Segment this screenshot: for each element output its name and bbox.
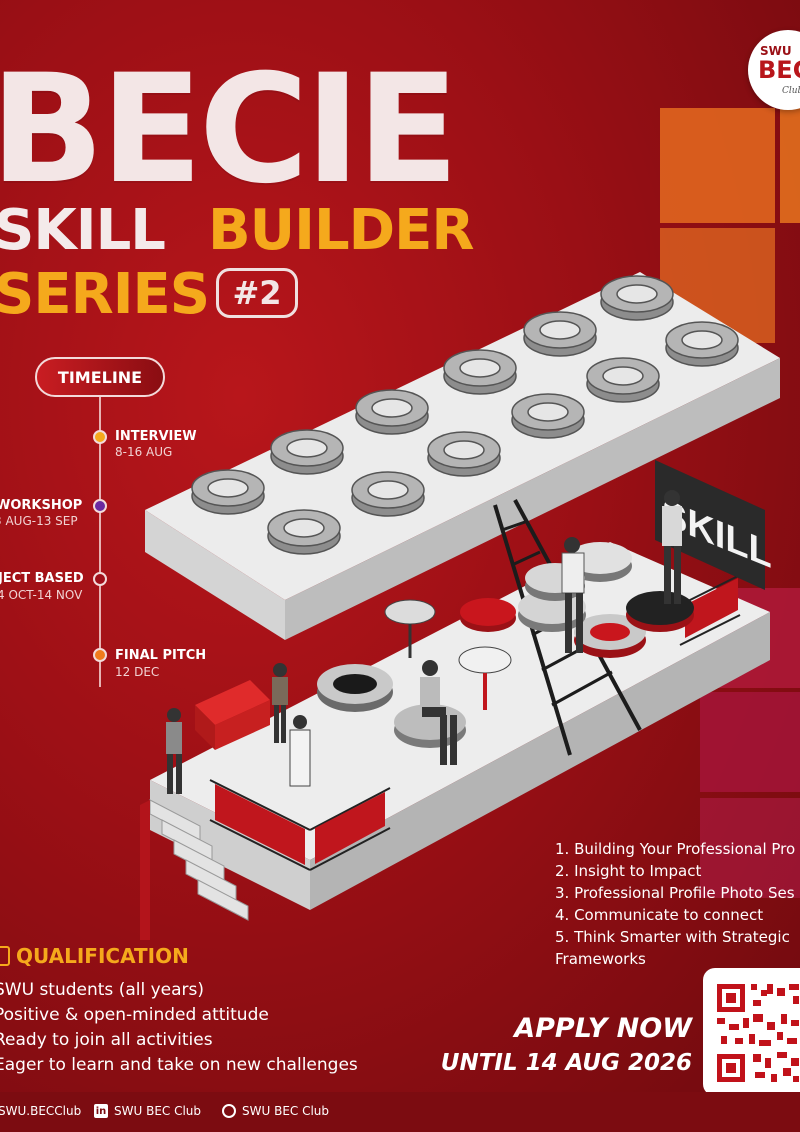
person	[420, 660, 457, 765]
qualification-heading: QUALIFICATION	[0, 944, 189, 968]
timeline-dot	[93, 499, 107, 513]
person	[561, 537, 585, 653]
timeline-dot	[93, 648, 107, 662]
person	[272, 663, 288, 743]
lego-stud	[427, 431, 501, 477]
list-item: 2. Insight to Impact	[555, 862, 702, 880]
logo-text: BEC	[758, 56, 800, 84]
lego-stud	[267, 509, 341, 555]
logo-text: SWU	[760, 44, 792, 58]
linkedin-handle: SWU BEC Club	[114, 1104, 202, 1118]
timeline-item-date: 8-16 AUG	[115, 445, 173, 459]
subtitle-skill: SKILL	[0, 198, 166, 263]
page-title: BECIE	[0, 43, 459, 217]
lego-stud	[191, 469, 265, 515]
lego-stud	[511, 393, 585, 439]
qualification-list: SWU students (all years) Positive & open…	[0, 978, 358, 1078]
deco-square	[700, 798, 800, 898]
list-item: Ready to join all activities	[0, 1030, 213, 1050]
list-item: Positive & open-minded attitude	[0, 1005, 269, 1025]
timeline-item-date: 12 DEC	[115, 665, 160, 679]
lower-platform: SKILL	[140, 460, 772, 940]
facebook-link[interactable]: SWU.BECClub	[0, 1104, 81, 1118]
logo-text: Club	[782, 86, 800, 96]
series-number-badge: #2	[216, 268, 298, 318]
timeline-item-date: 4 OCT-14 NOV	[0, 588, 83, 602]
lego-stud	[665, 321, 739, 367]
lego-stud	[351, 471, 425, 517]
apply-callout: APPLY NOW UNTIL 14 AUG 2026	[441, 1012, 692, 1080]
person	[662, 490, 682, 604]
timeline-item-title: JECT BASED	[0, 571, 84, 586]
tables	[384, 599, 512, 710]
workshop-list: 1. Building Your Professional Pro 2. Ins…	[555, 838, 800, 970]
list-item: 5. Think Smarter with Strategic	[555, 928, 790, 946]
timeline-item-title: FINAL PITCH	[115, 648, 207, 663]
list-item: 3. Professional Profile Photo Ses	[555, 884, 795, 902]
linkedin-link[interactable]: in SWU BEC Club	[94, 1104, 201, 1118]
tiktok-link[interactable]: SWU BEC Club	[222, 1104, 329, 1118]
deco-square	[700, 692, 800, 792]
deco-square	[660, 108, 775, 223]
subtitle-series: SERIES	[0, 262, 210, 327]
club-logo: SWU BEC Club	[748, 30, 800, 110]
tiktok-icon	[222, 1104, 236, 1118]
person	[166, 708, 182, 794]
subtitle-builder: BUILDER	[208, 198, 475, 263]
document-icon	[0, 946, 10, 966]
timeline-item-date: 3 AUG-13 SEP	[0, 514, 78, 528]
lego-stud	[443, 349, 517, 395]
lego-platform-illustration: SKILL	[140, 272, 780, 940]
list-item: Eager to learn and take on new challenge…	[0, 1055, 358, 1075]
timeline-label: TIMELINE	[35, 357, 165, 397]
lego-stud	[270, 429, 344, 475]
people	[166, 490, 682, 794]
list-item: SWU students (all years)	[0, 980, 205, 1000]
list-item: Frameworks	[555, 950, 646, 968]
qualification-title: QUALIFICATION	[16, 944, 189, 968]
list-item: 1. Building Your Professional Pro	[555, 840, 796, 858]
timeline-line	[99, 397, 101, 687]
lego-stud	[586, 357, 660, 403]
lego-stud	[600, 275, 674, 321]
timeline-item-title: WORKSHOP	[0, 498, 83, 513]
lego-stud	[523, 311, 597, 357]
lego-stud	[355, 389, 429, 435]
timeline-dot	[93, 572, 107, 586]
apply-now-text: APPLY NOW	[514, 1013, 692, 1044]
person	[289, 715, 311, 787]
list-item: 4. Communicate to connect	[555, 906, 764, 924]
footer: SWU.BECClub in SWU BEC Club SWU BEC Club	[0, 1092, 800, 1132]
qr-code[interactable]	[703, 968, 800, 1096]
deco-square	[780, 108, 800, 223]
tiktok-handle: SWU BEC Club	[242, 1104, 330, 1118]
qr-code-icon	[717, 984, 799, 1082]
apply-deadline-text: UNTIL 14 AUG 2026	[440, 1050, 692, 1076]
timeline-dot	[93, 430, 107, 444]
facebook-handle: SWU.BECClub	[0, 1104, 82, 1118]
linkedin-icon: in	[94, 1104, 108, 1118]
timeline-item-title: INTERVIEW	[115, 429, 197, 444]
lego-brick-top	[145, 272, 780, 640]
